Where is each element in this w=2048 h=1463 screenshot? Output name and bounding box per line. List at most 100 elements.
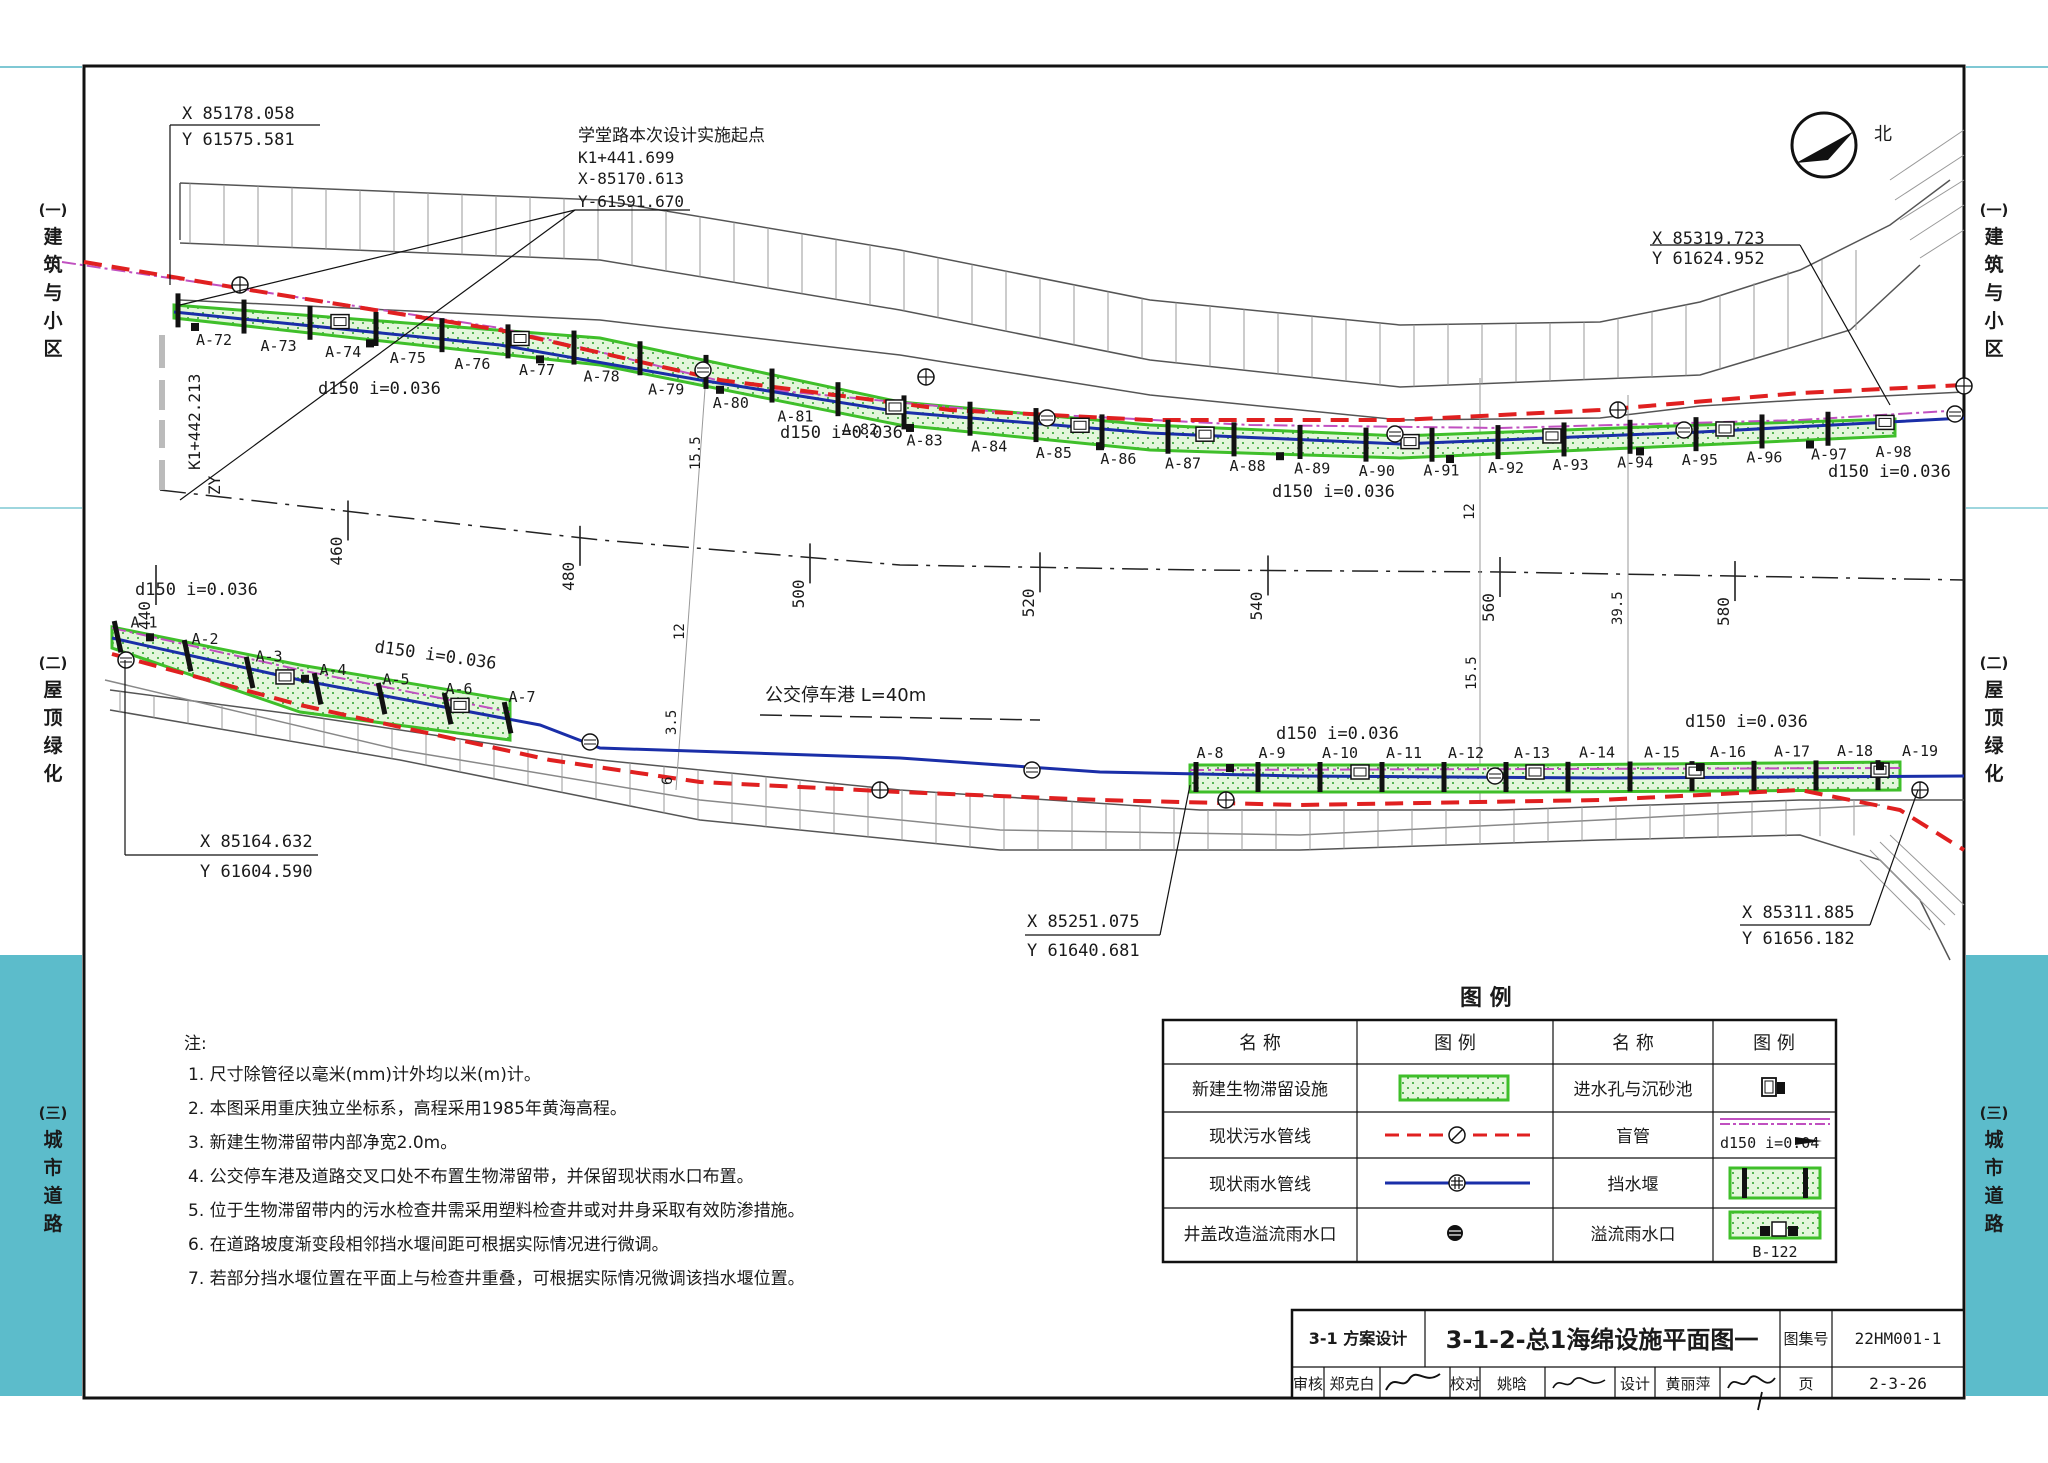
station-label: A-77 (519, 361, 555, 379)
coord-bottom-left (124, 660, 318, 856)
weir-mark (769, 368, 775, 403)
dim-text: 6 (660, 777, 676, 785)
station-label: A-8 (1196, 744, 1223, 762)
dim-text: 39.5 (1610, 591, 1626, 625)
weirs (111, 293, 1881, 792)
side-tab-char: (一) (39, 201, 68, 219)
weir-mark (1565, 761, 1571, 792)
side-tab-char: 小 (1984, 310, 2003, 332)
road-centerline (159, 335, 1965, 800)
station-label: A-83 (907, 431, 943, 449)
side-tab-char: 城 (1984, 1128, 2003, 1151)
weir-mark (375, 682, 388, 715)
inlet-inner (888, 402, 902, 412)
weir-mark (967, 401, 973, 436)
side-tab-char: 绿 (43, 734, 63, 757)
station-label: A-74 (325, 343, 361, 361)
chainage-station: 440 (135, 601, 154, 630)
station-label: A-7 (508, 688, 535, 706)
pipe-label: d150 i=0.036 (1276, 724, 1399, 744)
coord-bottom-mid-x: X 85251.075 (1027, 912, 1140, 932)
legend-storm-symbol (1385, 1174, 1530, 1192)
title-block-reviewer: 郑克白 (1329, 1375, 1374, 1393)
title-block-atlas-label: 图集号 (1783, 1330, 1828, 1348)
weir-mark (1441, 762, 1447, 792)
weir-mark (835, 382, 841, 417)
title-block-page-label: 页 (1798, 1375, 1813, 1393)
legend-blind-pipe-sample: d150 i=0.04 (1720, 1134, 1819, 1152)
weir-mark (241, 299, 247, 334)
outlet-block (1636, 447, 1644, 456)
coord-top-left (169, 124, 320, 285)
legend-manhole-inlet-symbol (1447, 1225, 1463, 1241)
title-block-design-label: 设计 (1620, 1375, 1650, 1393)
outlet-block (536, 355, 544, 364)
legend-item-bioretention: 新建生物滞留设施 (1192, 1080, 1328, 1100)
legend-weir-symbol (1728, 1166, 1822, 1200)
weir-mark (439, 318, 445, 353)
legend-blind-pipe-symbol: d150 i=0.04 (1720, 1118, 1830, 1152)
bus-bay-label: 公交停车港 L=40m (765, 685, 926, 706)
storm-manhole (1486, 767, 1504, 785)
curb-top-outer (179, 242, 1921, 388)
side-tab-labels: (一)建筑与小区(一)建筑与小区(二)屋顶绿化(二)屋顶绿化(三)城市道路(三)… (39, 201, 2009, 1235)
side-tab-char: (二) (39, 654, 68, 672)
storm-manhole (1038, 409, 1056, 427)
legend-item-sewer: 现状污水管线 (1209, 1127, 1311, 1147)
inlet-inner (1878, 417, 1892, 427)
station-label: A-15 (1644, 743, 1680, 761)
weir-mark (307, 305, 313, 340)
side-tab-char: 绿 (1984, 734, 2004, 757)
side-tab-char: 区 (43, 338, 62, 360)
station-label: A-87 (1165, 454, 1201, 472)
legend-inlet-sump-symbol (1761, 1077, 1785, 1097)
weir-mark (1825, 411, 1831, 446)
start-point-title: 学堂路本次设计实施起点 (578, 126, 765, 146)
weir-mark (501, 701, 514, 734)
tab-active-bg (0, 955, 82, 1396)
side-tab-char: (二) (1980, 654, 2009, 672)
pipe-label: d150 i=0.036 (1685, 712, 1808, 732)
station-label: A-97 (1811, 446, 1847, 464)
pipe-label: d150 i=0.036 (135, 580, 258, 600)
dim-text: 3.5 (664, 710, 680, 735)
storm-manhole (117, 651, 135, 669)
weir-mark (181, 639, 194, 672)
coord-bottom-right-x: X 85311.885 (1742, 903, 1855, 923)
inlet-inner (1718, 424, 1732, 434)
weir-mark (111, 620, 124, 653)
notes-title: 注: (184, 1034, 207, 1054)
weir-mark (1813, 760, 1819, 791)
station-label: A-86 (1100, 450, 1136, 468)
title-block-grid (1292, 1310, 1964, 1398)
weir-mark (1297, 425, 1303, 459)
start-point-y: Y-61591.670 (578, 192, 684, 211)
side-tab-char: 路 (1984, 1212, 2004, 1235)
pipe-label: d150 i=0.036 (1828, 462, 1951, 482)
side-tab-char: 建 (1984, 225, 2003, 248)
side-tab-char: 市 (1984, 1156, 2003, 1179)
inlet-inner (1198, 429, 1212, 439)
outlet-block (1696, 763, 1704, 772)
legend-overflow-symbol: B-122 (1728, 1210, 1822, 1261)
chainage-station: 580 (1714, 597, 1733, 626)
station-label: A-82 (842, 421, 878, 439)
blind-pipe-lower (111, 627, 1901, 771)
station-label: A-16 (1710, 743, 1746, 761)
coord-top-right-x: X 85319.723 (1652, 229, 1765, 249)
weir-mark (1231, 422, 1237, 457)
inlet-inner (333, 317, 347, 327)
weir-mark (1693, 417, 1699, 452)
note-item: 6. 在道路坡度渐变段相邻挡水堰间距可根据实际情况进行微调。 (188, 1235, 669, 1255)
title-block: 3-1 方案设计 3-1-2-总1海绵设施平面图一 图集号 22HM001-1 … (1290, 1308, 1966, 1411)
inlets (146, 313, 1895, 780)
weir-mark (571, 330, 577, 365)
property-line-bottom (104, 679, 1881, 836)
storm-pipe-upper (173, 310, 1965, 446)
chainage-station: 480 (559, 562, 578, 591)
weir-mark (373, 311, 379, 346)
weir-mark (243, 656, 256, 689)
